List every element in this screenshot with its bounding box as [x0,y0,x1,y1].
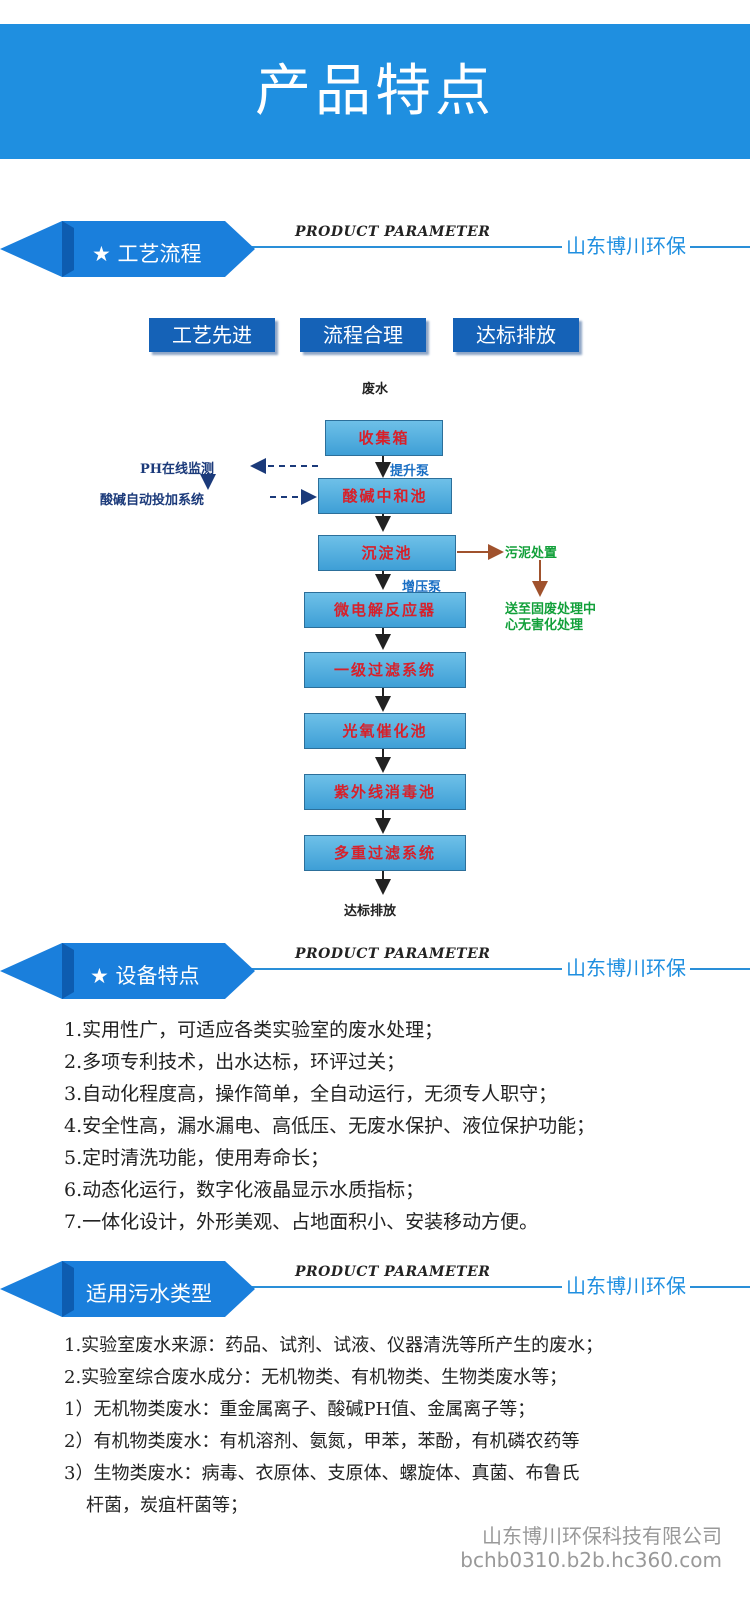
flow-step: 紫外线消毒池 [304,774,466,810]
brand-name: 山东博川环保 [562,952,690,981]
list-item: 6.动态化运行，数字化液晶显示水质指标； [64,1179,425,1201]
flow-step: 光氧催化池 [304,713,466,749]
flow-step: 微电解反应器 [304,592,466,628]
pump-label: 增压泵 [402,580,442,595]
banner: 产品特点 [0,24,750,159]
flow-step: 收集箱 [325,420,443,456]
wastewater-types-list: 1.实验室废水来源：药品、试剂、试液、仪器清洗等所产生的废水； 2.实验室综合废… [64,1330,603,1522]
section-arrow-shape [0,1261,255,1317]
tag-advanced: 工艺先进 [149,318,275,352]
flow-start: 废水 [362,382,389,397]
list-item: 5.定时清洗功能，使用寿命长； [64,1147,330,1169]
sludge-label: 污泥处置 [505,546,558,561]
list-item: 1.实验室废水来源：药品、试剂、试液、仪器清洗等所产生的废水； [64,1335,604,1356]
list-item: 4.安全性高，漏水漏电、高低压、无废水保护、液位保护功能； [64,1115,596,1137]
list-item: 7.一体化设计，外形美观、占地面积小、安装移动方便。 [64,1211,539,1233]
sludge-destination-line: 送至固废处理中 [505,602,597,617]
list-item: 杆菌，炭疽杆菌等； [86,1495,248,1516]
list-item: 3）生物类废水：病毒、衣原体、支原体、螺旋体、真菌、布鲁氏 [64,1463,580,1484]
pump-label: 提升泵 [390,464,430,479]
list-item: 2）有机物类废水：有机溶剂、氨氮，甲苯，苯酚，有机磷农药等 [64,1431,580,1452]
flow-step: 沉淀池 [318,535,456,571]
list-item: 3.自动化程度高，操作简单，全自动运行，无须专人职守； [64,1083,558,1105]
footer-company: 山东博川环保科技有限公司 [482,1524,722,1548]
section-label: 适用污水类型 [86,1282,212,1306]
sludge-destination-line: 心无害化处理 [505,618,584,633]
section-label: ★ 设备特点 [90,964,200,988]
page-title: 产品特点 [255,59,495,124]
list-item: 1.实用性广，可适应各类实验室的废水处理； [64,1019,444,1041]
brand-name: 山东博川环保 [562,230,690,259]
ph-monitor-label: PH在线监测 [140,462,215,477]
section-label: ★ 工艺流程 [92,242,202,266]
list-item: 2.实验室综合废水成分：无机物类、有机物类、生物类废水等； [64,1367,568,1388]
header-divider [250,246,750,248]
section-subtitle: PRODUCT PARAMETER [295,1264,491,1280]
section-arrow-shape [0,221,255,277]
list-item: 1）无机物类废水：重金属离子、酸碱PH值、金属离子等； [64,1399,536,1420]
section-subtitle: PRODUCT PARAMETER [295,946,491,962]
section-header-features: ★ 设备特点 PRODUCT PARAMETER 山东博川环保 [0,940,750,1030]
section-header-wastewater: 适用污水类型 PRODUCT PARAMETER 山东博川环保 [0,1258,750,1348]
process-flow-diagram: 废水 收集箱 酸碱中和池 沉淀池 微电解反应器 一级过滤系统 光氧催化池 紫外线… [0,370,750,930]
section-header-process: ★ 工艺流程 PRODUCT PARAMETER 山东博川环保 [0,218,750,308]
tag-reasonable: 流程合理 [300,318,426,352]
flow-step: 多重过滤系统 [304,835,466,871]
dosing-system-label: 酸碱自动投加系统 [100,493,205,508]
flow-arrows [200,454,548,895]
header-divider [250,1286,750,1288]
list-item: 2.多项专利技术，出水达标，环评过关； [64,1051,406,1073]
features-list: 1.实用性广，可适应各类实验室的废水处理； 2.多项专利技术，出水达标，环评过关… [64,1014,595,1238]
section-arrow-shape [0,943,255,999]
flow-end: 达标排放 [344,904,397,919]
flow-step: 酸碱中和池 [318,478,452,514]
footer-site: bchb0310.b2b.hc360.com [460,1548,722,1572]
header-divider [250,968,750,970]
flow-step: 一级过滤系统 [304,652,466,688]
tag-discharge: 达标排放 [453,318,579,352]
section-subtitle: PRODUCT PARAMETER [295,224,491,240]
brand-name: 山东博川环保 [562,1270,690,1299]
